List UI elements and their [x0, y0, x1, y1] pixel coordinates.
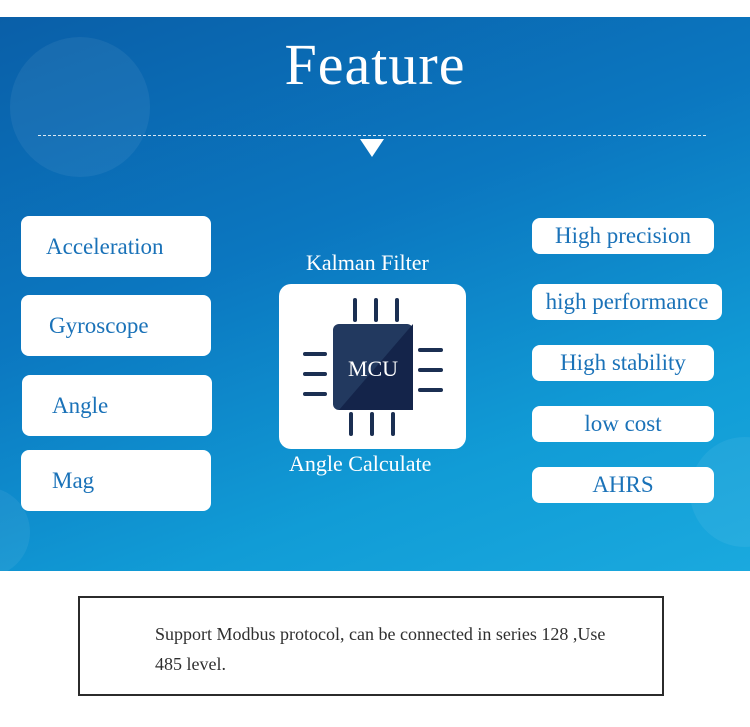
kalman-filter-label: Kalman Filter [306, 250, 429, 275]
mcu-label: MCU [348, 356, 398, 381]
input-bubble-angle: Angle [22, 375, 212, 436]
input-label: Mag [52, 468, 95, 493]
angle-calculate-label: Angle Calculate [289, 451, 432, 476]
feature-pill: High stability [532, 345, 714, 381]
protocol-note-text: Support Modbus protocol, can be connecte… [155, 624, 606, 674]
input-label: Acceleration [46, 234, 164, 259]
input-bubble-acceleration: Acceleration [21, 216, 211, 277]
input-label: Angle [52, 393, 109, 418]
mcu-chip-panel: MCU [279, 284, 466, 449]
page-title: Feature [284, 32, 466, 97]
down-triangle-icon [360, 139, 384, 157]
feature-banner: Feature Acceleration Gyroscope Angle Mag… [0, 17, 750, 571]
feature-pill: high performance [532, 284, 722, 320]
feature-pill: High precision [532, 218, 714, 254]
dashed-divider [38, 135, 706, 136]
protocol-note-box: Support Modbus protocol, can be connecte… [78, 596, 664, 696]
input-bubble-mag: Mag [21, 450, 211, 511]
feature-pill: low cost [532, 406, 714, 442]
feature-pill: AHRS [532, 467, 714, 503]
input-label: Gyroscope [49, 313, 149, 338]
input-bubble-gyroscope: Gyroscope [21, 295, 211, 356]
background-circle [10, 37, 150, 177]
mcu-chip-icon: MCU [303, 298, 443, 436]
